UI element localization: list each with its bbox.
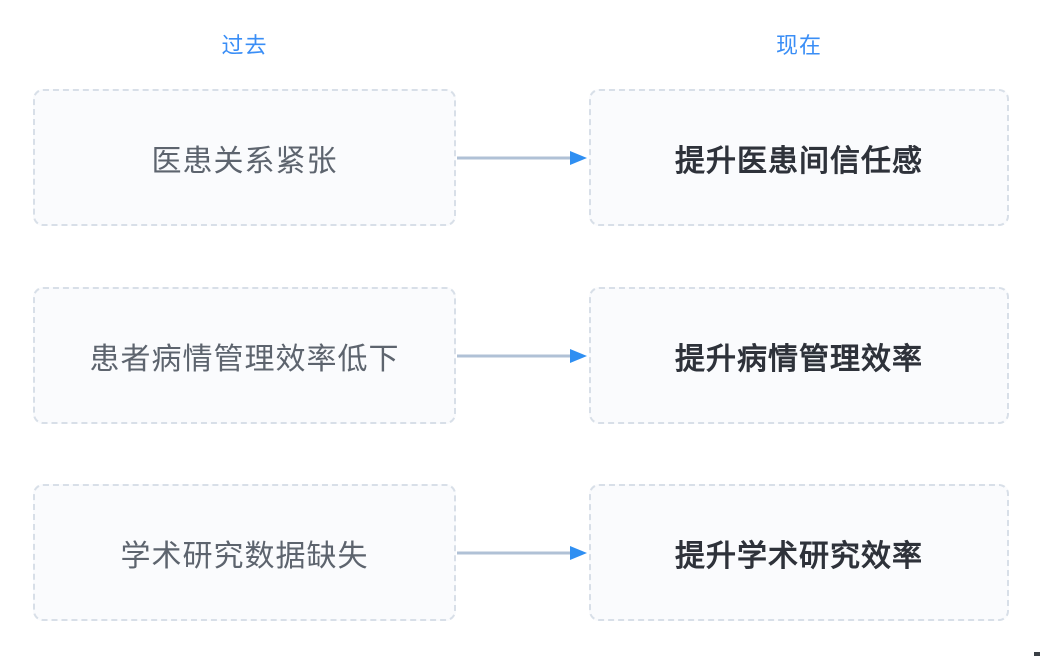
diagram-row: 医患关系紧张 提升医患间信任感 <box>33 89 1009 226</box>
right-arrow-icon <box>457 545 587 560</box>
present-box-management-improvement: 提升病情管理效率 <box>589 287 1009 424</box>
past-box-research-data-missing: 学术研究数据缺失 <box>33 484 456 621</box>
present-box-trust-improvement: 提升医患间信任感 <box>589 89 1009 226</box>
screen-corner-artifact <box>1034 652 1040 656</box>
right-arrow-icon <box>457 150 587 165</box>
arrow-zone <box>456 544 589 562</box>
arrow-zone <box>456 347 589 365</box>
column-header-present: 现在 <box>775 33 822 58</box>
column-header-past: 过去 <box>221 33 268 58</box>
arrow-zone <box>456 149 589 167</box>
past-box-doctor-patient-relation: 医患关系紧张 <box>33 89 456 226</box>
past-box-management-efficiency: 患者病情管理效率低下 <box>33 287 456 424</box>
present-box-research-improvement: 提升学术研究效率 <box>589 484 1009 621</box>
diagram-row: 学术研究数据缺失 提升学术研究效率 <box>33 484 1009 621</box>
diagram-row: 患者病情管理效率低下 提升病情管理效率 <box>33 287 1009 424</box>
right-arrow-icon <box>457 348 587 363</box>
